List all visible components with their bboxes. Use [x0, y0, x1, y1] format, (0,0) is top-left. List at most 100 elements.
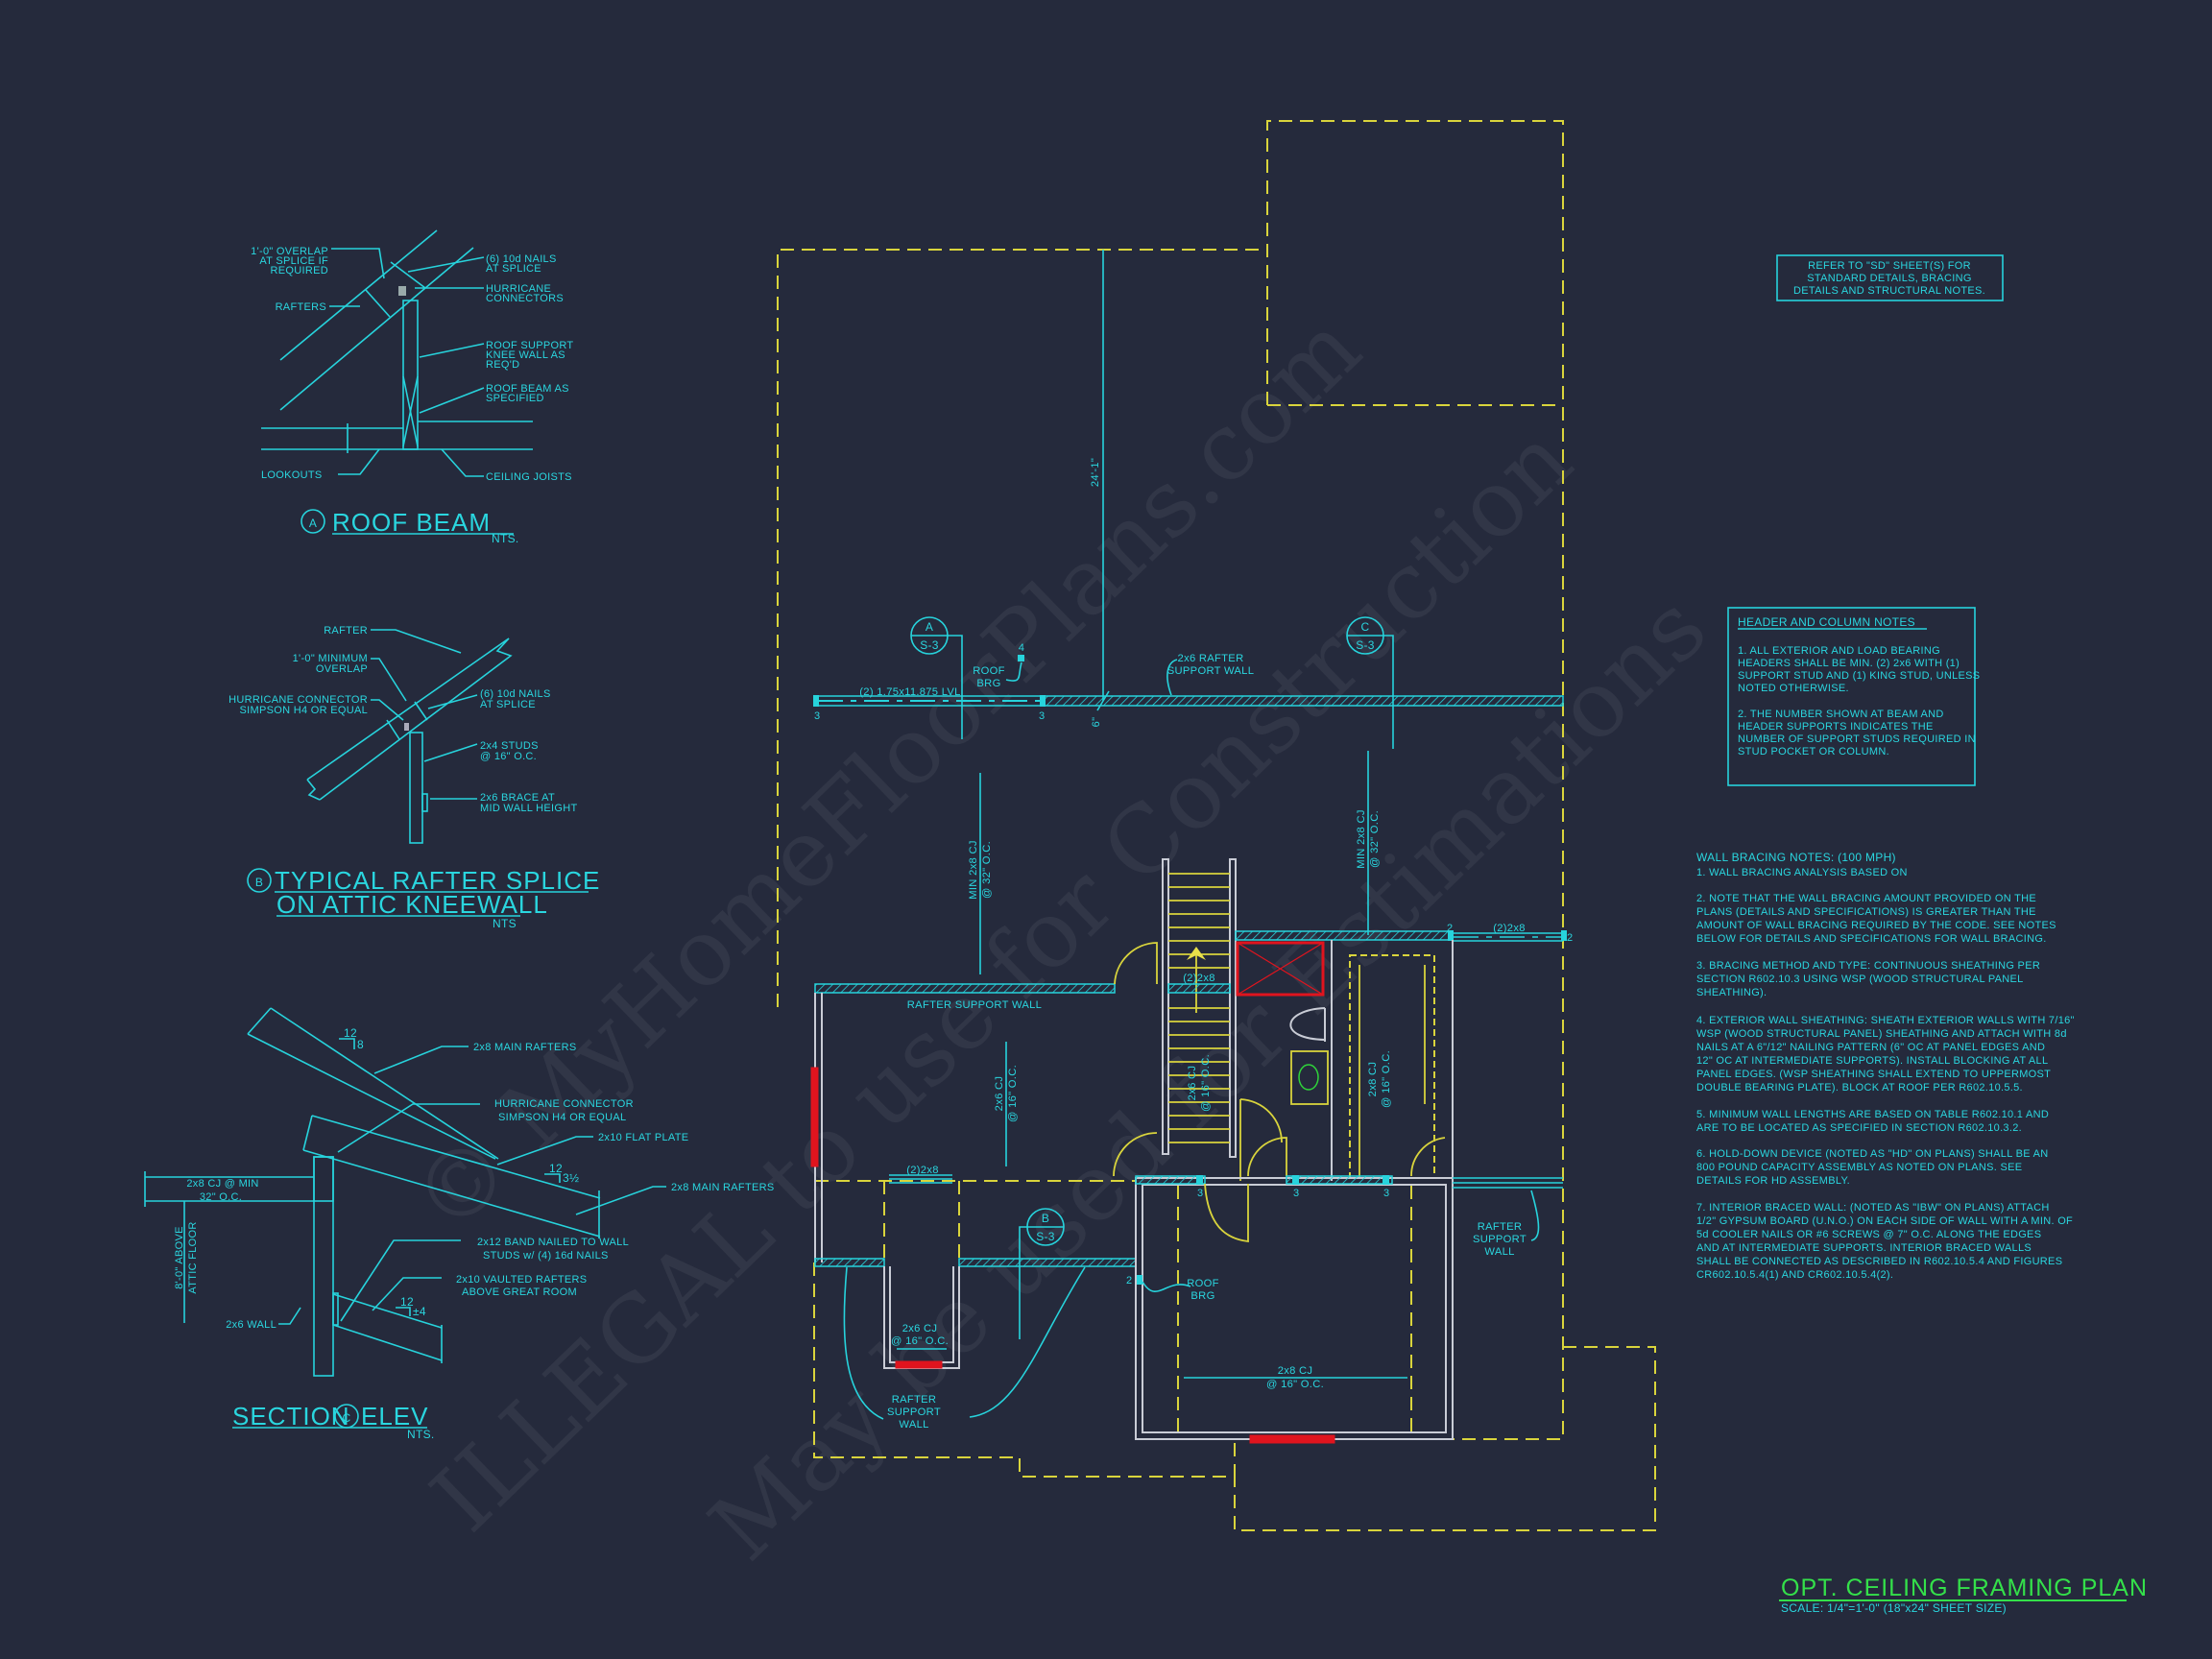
toilet [1289, 1007, 1326, 1042]
label-roof-bearing: BRG [976, 678, 1000, 689]
ceiling-framing-plan: A S-3 C S-3 B S-3 [777, 120, 1656, 1531]
label-rafter-support-wall: RAFTER SUPPORT WALL [907, 999, 1042, 1011]
label-header: (2)2x8 [1493, 923, 1526, 934]
label-ceiling-joist: 32" O.C. [200, 1191, 242, 1203]
label-lvl-beam: (2) 1.75x11.875 LVL [859, 686, 960, 698]
note-line: 12" OC AT INTERMEDIATE SUPPORTS). INSTAL… [1696, 1055, 2048, 1067]
note-line: 1/2" GYPSUM BOARD (U.N.O.) ON EACH SIDE … [1696, 1215, 2073, 1227]
label-rafter-support-wall: RAFTER [892, 1394, 937, 1406]
holddown-marker [895, 1360, 943, 1369]
marker-letter: C [1361, 620, 1370, 634]
label-ceiling-joist: @ 32" O.C. [1369, 810, 1381, 868]
detail-tag: A [309, 517, 317, 530]
label-rafter-support-wall: WALL [1484, 1246, 1514, 1258]
label-main-rafters: 2x8 MAIN RAFTERS [671, 1182, 774, 1193]
label-ceiling-joist: 2x8 CJ [1367, 1062, 1379, 1097]
detail-title: SECTION [232, 1402, 350, 1431]
label-lookouts: LOOKOUTS [261, 469, 323, 481]
note-line: 4. EXTERIOR WALL SHEATHING: SHEATH EXTER… [1696, 1015, 2075, 1026]
note-line: 5d COOLER NAILS OR #6 SCREWS @ 7" O.C. A… [1696, 1229, 2041, 1240]
pitch-rise: 8 [357, 1038, 364, 1051]
label-ceiling-joist: @ 16" O.C. [1200, 1054, 1212, 1112]
detail-tag: B [255, 876, 263, 889]
label-rafter: RAFTER [324, 625, 368, 637]
label-rafter-support-wall: 2x6 RAFTER [1178, 653, 1244, 664]
label-overlap: 1'-0" OVERLAP [251, 246, 328, 257]
label-ceiling-joist: @ 16" O.C. [1007, 1065, 1019, 1122]
note-line: NAILS AT A 6"/12" NAILING PATTERN (6" OC… [1696, 1042, 2045, 1053]
detail-title: ROOF BEAM [332, 508, 491, 537]
section-marker-a[interactable]: A S-3 [910, 616, 963, 739]
note-line: STUD POCKET OR COLUMN. [1738, 746, 1889, 757]
sheet-scale: SCALE: 1/4"=1'-0" (18"x24" SHEET SIZE) [1781, 1601, 2007, 1615]
label-ceiling-joist: @ 16" O.C. [1266, 1379, 1324, 1390]
refer-note-line: REFER TO "SD" SHEET(S) FOR [1808, 260, 1971, 272]
pitch-rise: 3½ [563, 1171, 579, 1185]
note-line: AMOUNT OF WALL BRACING REQUIRED BY THE C… [1696, 920, 2056, 931]
label-vaulted-rafters: ABOVE GREAT ROOM [462, 1286, 577, 1298]
detail-c-section: 2x8 MAIN RAFTERS HURRICANE CONNECTOR SIM… [144, 1007, 774, 1441]
note-line: BELOW FOR DETAILS AND SPECIFICATIONS FOR… [1696, 933, 2047, 945]
label-studs: @ 16" O.C. [480, 751, 537, 762]
label-hurricane: HURRICANE [486, 283, 551, 295]
label-nails: AT SPLICE [480, 699, 536, 710]
note-line: SHEATHING). [1696, 987, 1767, 998]
note-line: SHALL BE CONNECTED AS DESCRIBED IN R602.… [1696, 1256, 2062, 1267]
label-roof-bearing: BRG [1190, 1290, 1214, 1302]
section-marker-b[interactable]: B S-3 [1019, 1208, 1065, 1339]
label-ceiling-joist: MIN 2x8 CJ [968, 840, 979, 899]
label-ceiling-joist: 2x6 CJ [902, 1323, 938, 1334]
label-wall: 2x6 WALL [226, 1319, 276, 1331]
notes-title: HEADER AND COLUMN NOTES [1738, 615, 1915, 629]
refer-note-box: REFER TO "SD" SHEET(S) FOR STANDARD DETA… [1776, 254, 2004, 301]
detail-title: TYPICAL RAFTER SPLICE [275, 866, 600, 895]
label-flat-plate: 2x10 FLAT PLATE [598, 1132, 688, 1143]
note-line: PANEL EDGES. (WSP SHEATHING SHALL EXTEND… [1696, 1069, 2051, 1080]
refer-note-line: STANDARD DETAILS, BRACING [1807, 273, 1972, 284]
note-line: 5. MINIMUM WALL LENGTHS ARE BASED ON TAB… [1696, 1109, 2049, 1120]
label-rafter-support-wall: RAFTER [1478, 1221, 1523, 1233]
label-studs: 2x4 STUDS [480, 740, 539, 752]
label-roof-bearing: ROOF [973, 665, 1005, 677]
label-stud-count: 3 [1293, 1188, 1299, 1199]
note-line: 2. NOTE THAT THE WALL BRACING AMOUNT PRO… [1696, 893, 2036, 904]
label-header: (2)2x8 [906, 1165, 939, 1176]
label-height: 8'-0" ABOVE [174, 1226, 185, 1289]
header-column-notes: HEADER AND COLUMN NOTES 1. ALL EXTERIOR … [1727, 607, 1980, 786]
label-rafter-support-wall: SUPPORT [887, 1407, 941, 1418]
note-line: HEADER SUPPORTS INDICATES THE [1738, 721, 1934, 733]
section-marker-c[interactable]: C S-3 [1346, 616, 1394, 749]
holddown-marker [1249, 1434, 1335, 1444]
rafter-support-wall [1041, 695, 1564, 707]
shower [1236, 941, 1325, 997]
label-stud-count: 4 [1019, 642, 1025, 654]
label-stud-count: 2 [1126, 1275, 1132, 1286]
label-vaulted-rafters: 2x10 VAULTED RAFTERS [456, 1274, 587, 1286]
note-line: DOUBLE BEARING PLATE). BLOCK AT ROOF PER… [1696, 1082, 2023, 1094]
wall-bracing-notes: WALL BRACING NOTES: (100 MPH) 1. WALL BR… [1696, 851, 2075, 1281]
sheet-title-block: OPT. CEILING FRAMING PLAN SCALE: 1/4"=1'… [1779, 1575, 2147, 1615]
marker-sheet: S-3 [1356, 638, 1375, 652]
note-line: 1. WALL BRACING ANALYSIS BASED ON [1696, 867, 1908, 878]
holddown-marker [810, 1067, 819, 1167]
pitch-run: 12 [400, 1295, 414, 1309]
detail-b-rafter-splice: RAFTER 1'-0" MINIMUM OVERLAP HURRICANE C… [228, 625, 600, 930]
label-ceiling-joists: CEILING JOISTS [486, 471, 572, 483]
label-beam: SPECIFIED [486, 393, 544, 404]
label-hurricane: CONNECTORS [486, 293, 564, 304]
label-height: ATTIC FLOOR [187, 1221, 199, 1293]
label-stud-count: 3 [814, 710, 820, 722]
label-nails: AT SPLICE [486, 263, 541, 275]
marker-sheet: S-3 [1036, 1230, 1055, 1243]
label-stud-count: 2 [1447, 923, 1453, 934]
label-ceiling-joist: @ 16" O.C. [1381, 1050, 1392, 1108]
label-rafter-support-wall: SUPPORT [1473, 1234, 1527, 1245]
label-overlap: 1'-0" MINIMUM [293, 653, 368, 664]
refer-note-line: DETAILS AND STRUCTURAL NOTES. [1793, 285, 1985, 297]
note-line: SECTION R602.10.3 USING WSP (WOOD STRUCT… [1696, 974, 2024, 985]
label-roof-bearing: ROOF [1187, 1278, 1219, 1289]
label-beam: ROOF BEAM AS [486, 383, 569, 395]
dimension-label: 6" [1091, 717, 1102, 728]
label-rafters: RAFTERS [276, 301, 326, 313]
